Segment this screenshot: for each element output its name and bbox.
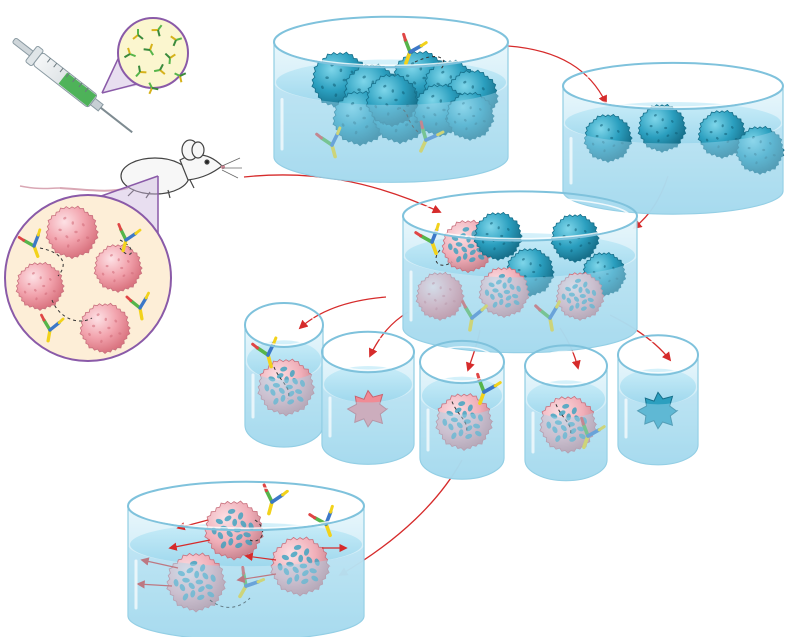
- mouse-icon: [19, 139, 242, 199]
- b-cell-inset: [4, 175, 172, 362]
- antibody-icon: [262, 483, 289, 516]
- hybrid-cell: [555, 271, 605, 321]
- selection-well-1: [244, 302, 324, 448]
- b-cell: [93, 243, 143, 293]
- antigen-icon: [170, 35, 183, 47]
- antigen-icon: [164, 52, 176, 65]
- selection-well-2: [321, 330, 415, 465]
- b-cell: [45, 205, 100, 260]
- antibody-icon: [315, 126, 342, 159]
- antibody-icon: [402, 32, 428, 66]
- antigen-icon: [132, 29, 144, 40]
- dying-b-cell: [346, 389, 389, 428]
- antigen-icon: [123, 47, 136, 59]
- b-cell: [15, 261, 65, 311]
- antibody-icon: [40, 313, 65, 343]
- hybridoma-cell: [166, 552, 227, 613]
- antigen-icon: [143, 43, 155, 56]
- antigen-icon: [174, 72, 187, 83]
- antigen-icon: [148, 82, 159, 95]
- antibody-icon: [534, 300, 561, 332]
- myeloma-cell: [365, 73, 420, 128]
- dying-myeloma-cell: [636, 391, 679, 430]
- selection-well-5: [617, 334, 699, 466]
- antibody-icon: [17, 228, 42, 258]
- antigen-inset: [101, 17, 189, 95]
- hybridoma-cell: [257, 358, 316, 417]
- hybridoma-cell: [539, 395, 598, 454]
- antigen-icon: [151, 24, 163, 37]
- antibody-icon: [414, 222, 440, 256]
- myeloma-cell: [445, 91, 495, 141]
- fusion-dish: [402, 190, 638, 354]
- antibody-icon: [117, 223, 142, 253]
- b-cell: [415, 271, 465, 321]
- selection-well-3: [419, 339, 505, 480]
- myeloma-culture-dish: [562, 61, 785, 215]
- antibody-icon: [419, 120, 445, 153]
- selection-well-4: [524, 344, 608, 482]
- myeloma-dish: [273, 15, 509, 183]
- myeloma-cell: [583, 113, 633, 163]
- antibody-icon: [461, 300, 488, 332]
- myeloma-cell: [637, 103, 687, 153]
- antibody-icon: [580, 416, 606, 450]
- antigen-icon: [153, 63, 166, 75]
- hybridoma-cell: [435, 393, 494, 451]
- myeloma-cell: [697, 109, 747, 159]
- secretion-arrows: [136, 519, 348, 589]
- b-cell: [79, 302, 132, 355]
- syringe-icon: [12, 37, 133, 134]
- expansion-dish: [127, 480, 365, 637]
- antibody-icon: [125, 291, 150, 321]
- hybridoma-cell: [270, 536, 331, 597]
- antigen-icon: [135, 65, 147, 78]
- myeloma-cell: [735, 125, 785, 175]
- hybrid-cell: [478, 266, 531, 319]
